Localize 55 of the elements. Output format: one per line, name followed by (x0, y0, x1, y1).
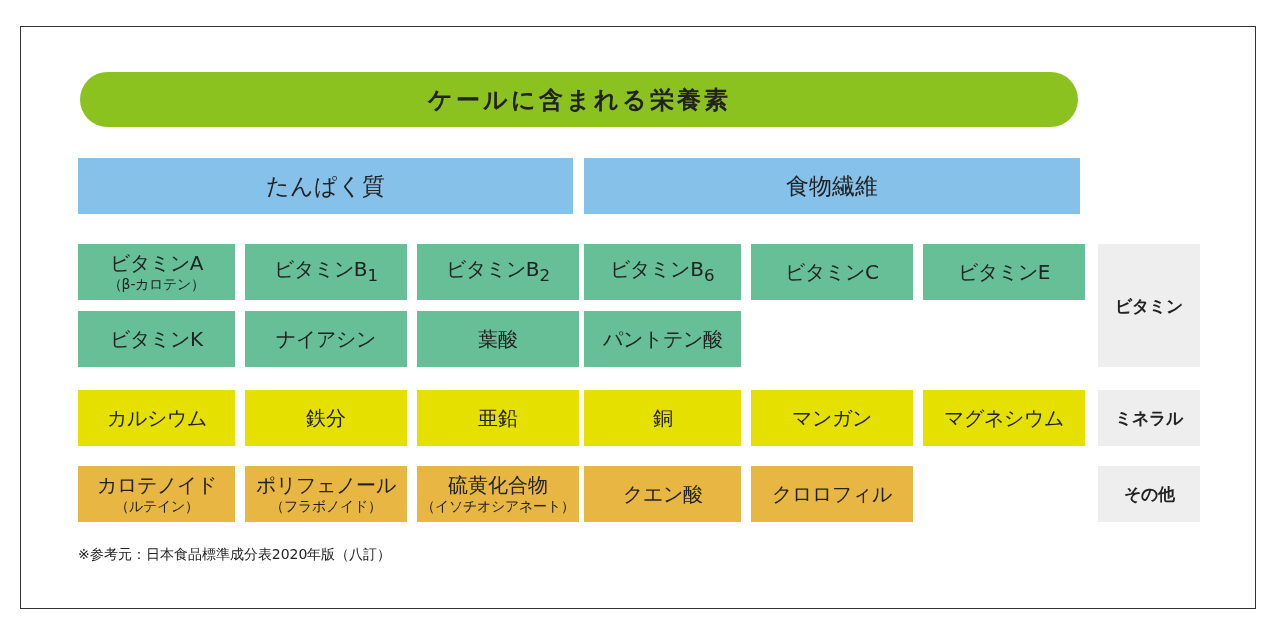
nutrient-cell (245, 466, 407, 522)
nutrient-cell (245, 311, 407, 367)
cell-label: 鉄分 (306, 406, 346, 430)
nutrient-cell (584, 466, 741, 522)
nutrient-cell (78, 311, 235, 367)
cell-label: ビタミンB$_{6}$ (610, 256, 715, 287)
cell-label: カロテノイド (96, 473, 217, 497)
nutrient-cell (417, 244, 579, 300)
nutrient-cell (417, 466, 579, 522)
cell-label: ビタミンK (109, 327, 204, 351)
nutrient-cell (78, 466, 235, 522)
nutrient-cell (417, 390, 579, 446)
cell-label: 葉酸 (478, 327, 518, 351)
cell-label: ビタミンC (785, 260, 879, 284)
category-header (584, 158, 1080, 214)
category-header (78, 158, 573, 214)
cell-label: ミネラル (1115, 407, 1183, 430)
nutrient-cell (245, 390, 407, 446)
nutrient-cell (78, 390, 235, 446)
cell-label: たんぱく質 (266, 174, 385, 198)
cell-label: カルシウム (106, 406, 207, 430)
nutrient-cell (417, 311, 579, 367)
title-banner: ケールに含まれる栄養素 (80, 72, 1078, 127)
cell-label: クロロフィル (772, 482, 892, 506)
nutrient-cell (923, 390, 1085, 446)
nutrient-cell (584, 311, 741, 367)
cell-label: クエン酸 (622, 482, 703, 506)
cell-sublabel: （フラボノイド） (270, 497, 382, 515)
cell-label: ビタミンA (109, 251, 204, 275)
nutrient-cell (78, 244, 235, 300)
cell-label: ビタミンE (957, 260, 1051, 284)
cell-label: マグネシウム (944, 406, 1064, 430)
cell-label: 食物繊維 (786, 174, 878, 198)
cell-label: マンガン (792, 406, 872, 430)
cell-sublabel: （イソチオシアネート） (421, 497, 575, 515)
nutrient-cell (584, 244, 741, 300)
cell-label: ビタミンB$_{2}$ (445, 256, 551, 287)
nutrient-cell (923, 244, 1085, 300)
cell-label: ナイアシン (276, 327, 376, 351)
cell-label: その他 (1123, 483, 1175, 506)
nutrient-cell (584, 390, 741, 446)
nutrient-cell (245, 244, 407, 300)
footnote: ※参考元：日本食品標準成分表2020年版（八訂） (78, 546, 392, 564)
nutrient-cell (751, 466, 913, 522)
nutrient-cell (751, 390, 913, 446)
cell-label: パントテン酸 (602, 327, 723, 351)
cell-label: ビタミンB$_{1}$ (273, 256, 379, 287)
cell-sublabel: （β-カロテン） (107, 275, 206, 293)
nutrient-cell (751, 244, 913, 300)
cell-label: 硫黄化合物 (448, 473, 548, 497)
cell-label: ビタミン (1115, 294, 1183, 318)
cell-label: 亜鉛 (478, 406, 518, 430)
cell-label: 銅 (652, 406, 673, 430)
cell-sublabel: （ルテイン） (114, 497, 199, 515)
cell-label: ポリフェノール (256, 473, 396, 497)
